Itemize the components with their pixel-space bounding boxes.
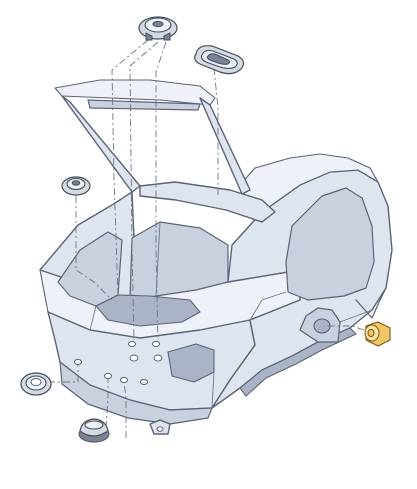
panel-contour xyxy=(57,281,71,297)
plug-right-side-icon xyxy=(364,321,391,347)
plug-bottom-center-icon xyxy=(78,418,110,443)
fuel-filler-recess xyxy=(313,318,331,334)
tow-tab-hole xyxy=(156,426,164,432)
tailgate-right-strut xyxy=(199,97,251,195)
plug-left-upper-icon xyxy=(61,176,91,196)
plug-top-center-icon xyxy=(138,16,178,41)
leader-line xyxy=(48,364,79,383)
rear-side-window xyxy=(285,187,375,301)
leader-line xyxy=(213,67,219,196)
tailgate-frame xyxy=(54,79,216,106)
leader-line xyxy=(129,41,159,341)
panel-contour xyxy=(339,309,373,323)
leader-line xyxy=(105,378,109,429)
panel-contour xyxy=(211,371,215,409)
floor-hole xyxy=(128,340,136,348)
panel-contour xyxy=(249,291,287,321)
floor-hole xyxy=(140,378,148,386)
floor-hole xyxy=(74,358,82,366)
plug-top-right-icon xyxy=(194,45,245,75)
floor-hole xyxy=(129,354,139,362)
plug-bottom-left-icon xyxy=(20,372,52,396)
leader-line xyxy=(155,41,167,343)
tailgate-inner-bar xyxy=(87,99,201,111)
floor-hole xyxy=(152,340,160,348)
left-wheel-arch xyxy=(57,231,123,307)
leader-line xyxy=(324,325,365,331)
floor-hole xyxy=(104,372,112,380)
panel-contour xyxy=(89,305,97,331)
floor-holes xyxy=(74,340,163,386)
spare-well xyxy=(95,294,201,327)
door-edge xyxy=(355,287,387,319)
leader-line xyxy=(123,381,127,438)
car-body-shell xyxy=(39,79,393,435)
leader-line xyxy=(75,196,113,301)
floor-hole xyxy=(153,354,163,362)
side-sill xyxy=(239,327,357,397)
rear-cross-member xyxy=(139,181,276,223)
underbody-tray xyxy=(59,361,213,425)
leader-lines xyxy=(48,39,365,438)
floor-hole xyxy=(120,376,128,384)
leader-line xyxy=(111,39,149,297)
